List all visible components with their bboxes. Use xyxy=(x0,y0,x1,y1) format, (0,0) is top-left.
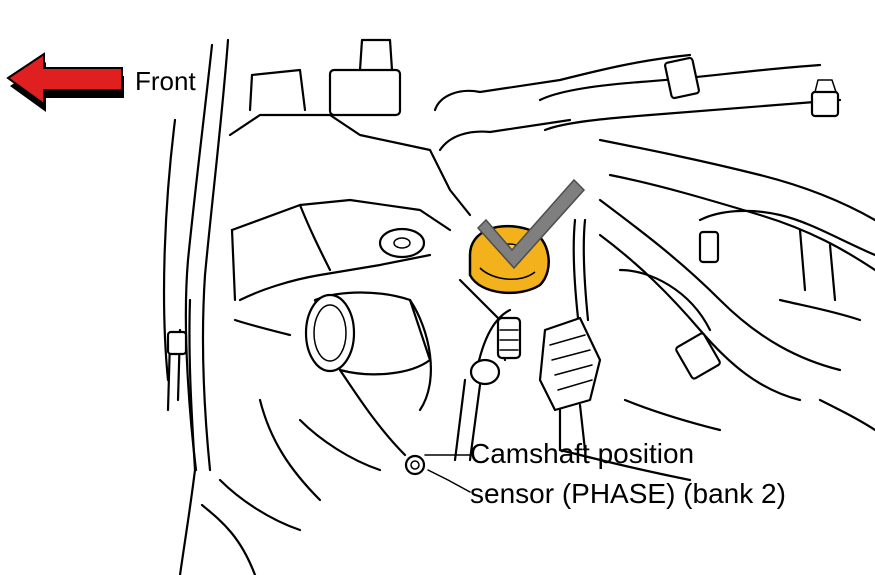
upper-pipes xyxy=(433,53,875,272)
sensor-connector xyxy=(538,218,602,452)
callout-leader xyxy=(424,454,471,493)
coolant-inlet-pipe xyxy=(304,291,432,457)
sensor-bracket xyxy=(453,278,522,462)
callout-label-line1: Camshaft position xyxy=(470,438,695,469)
pointer-arrow-icon xyxy=(476,178,586,270)
front-direction-label: Front xyxy=(135,66,196,96)
right-hoses xyxy=(598,198,875,432)
lower-details xyxy=(166,328,692,532)
front-arrow-icon xyxy=(6,52,124,112)
callout-label-line2: sensor (PHASE) (bank 2) xyxy=(470,478,786,509)
engine-block xyxy=(228,38,472,337)
left-frame-lines xyxy=(162,38,257,575)
